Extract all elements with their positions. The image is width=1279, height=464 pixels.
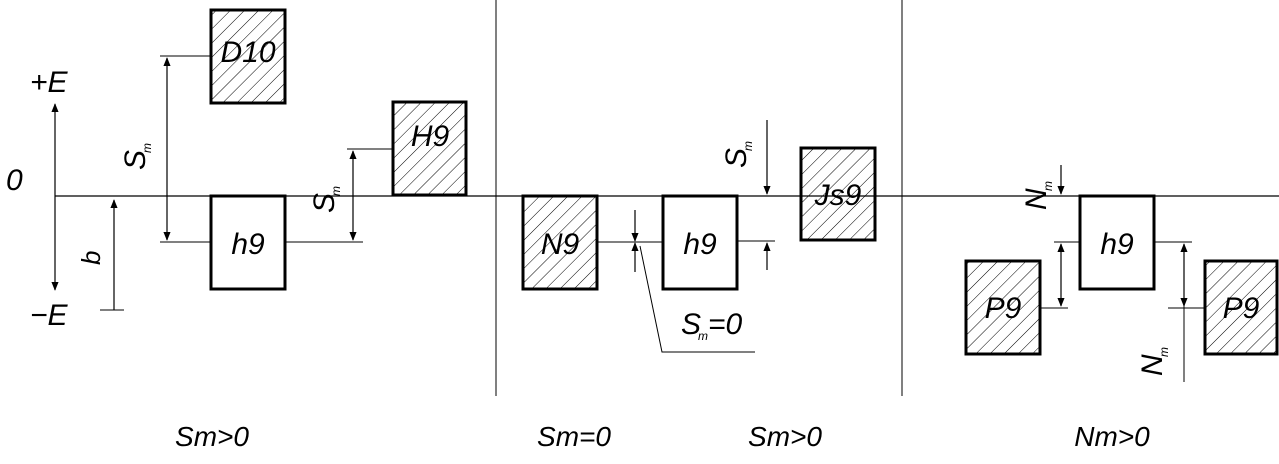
field-p9-2-label: P9 [1223, 292, 1260, 325]
nm-label-1-n: N [1020, 188, 1053, 210]
field-p9-1 [964, 259, 1042, 356]
field-h9-1-label: h9 [231, 228, 265, 261]
field-p9-1-label: P9 [985, 292, 1022, 325]
sm-zero-label: S m =0 [681, 308, 743, 343]
sm-label-3-m: m [741, 141, 755, 151]
sm-zero-s: S [681, 308, 701, 341]
nm-label-2-n: N [1136, 354, 1169, 376]
field-h9-3-label: h9 [1100, 228, 1134, 261]
sm-label-2-m: m [329, 186, 343, 196]
field-d10-label: D10 [220, 36, 275, 69]
field-js9 [799, 146, 877, 242]
caption-1: Sm>0 [175, 421, 249, 452]
caption-4: Nm>0 [1074, 421, 1150, 452]
field-js9-label: Js9 [814, 179, 862, 212]
sm-label-1-m: m [140, 143, 154, 153]
b-label: b [76, 251, 106, 265]
sm-zero-leader [639, 245, 755, 353]
nm-label-2-m: m [1157, 347, 1171, 357]
field-h9-upper-label: H9 [411, 120, 450, 153]
sm-label-3-s: S [720, 148, 753, 168]
sm-zero-m: m [698, 329, 708, 343]
nm-label-1-m: m [1041, 181, 1055, 191]
field-h9-upper [391, 100, 468, 197]
sm-label-3: S m [720, 141, 755, 168]
nm-label-2: N m [1136, 347, 1171, 376]
sm-label-2-s: S [308, 193, 341, 213]
caption-3: Sm>0 [748, 421, 822, 452]
sm-zero-eq: =0 [708, 308, 743, 341]
sm-label-1: S m [119, 143, 154, 170]
plus-e-label: +E [30, 66, 69, 99]
field-p9-2 [1203, 259, 1279, 356]
field-h9-2-label: h9 [683, 228, 717, 261]
nm-label-1: N m [1020, 181, 1055, 210]
caption-2: Sm=0 [537, 421, 611, 452]
field-n9 [521, 194, 599, 291]
sm-label-2: S m [308, 186, 343, 213]
field-h9-2 [661, 194, 739, 291]
sm-label-1-s: S [119, 150, 152, 170]
field-h9-3 [1078, 194, 1156, 291]
zero-label: 0 [6, 164, 23, 197]
field-d10 [209, 8, 287, 105]
minus-e-label: −E [30, 299, 69, 332]
field-n9-label: N9 [541, 228, 580, 261]
